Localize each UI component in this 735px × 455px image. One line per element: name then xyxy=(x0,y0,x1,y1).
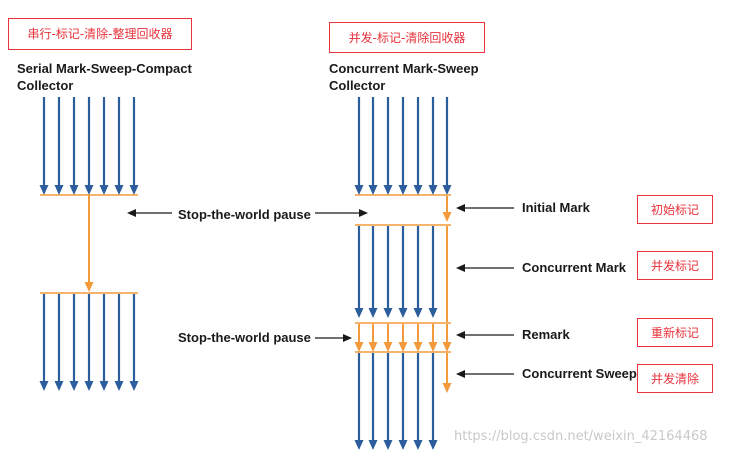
cms-thread-bottom-1-head xyxy=(368,440,378,450)
concurrent-mark-label: Concurrent Mark xyxy=(522,260,627,275)
stw-pause-label-1: Stop-the-world pause xyxy=(178,207,311,222)
cms-remark-thread-5-head xyxy=(428,342,438,352)
cms-thread-top-0-head xyxy=(354,185,364,195)
serial-thread-bottom-1-head xyxy=(54,381,64,391)
serial-thread-top-3-head xyxy=(84,185,94,195)
cms-remark-thread-4-head xyxy=(413,342,423,352)
cms-thread-top-1-head xyxy=(368,185,378,195)
annotation-concurrent-mark: 并发标记 xyxy=(637,251,713,280)
remark-label: Remark xyxy=(522,327,570,342)
initial-mark-pointer-head xyxy=(456,204,465,212)
stw-pointer-1-left-head xyxy=(127,209,136,217)
cms-thread-top-3-head xyxy=(398,185,408,195)
initial-mark-label: Initial Mark xyxy=(522,200,590,215)
cms-remark-thread-1-head xyxy=(368,342,378,352)
cms-thread-bottom-2-head xyxy=(383,440,393,450)
stw-pause-label-2: Stop-the-world pause xyxy=(178,330,311,345)
serial-thread-bottom-4-head xyxy=(99,381,109,391)
serial-thread-bottom-3-head xyxy=(84,381,94,391)
serial-thread-top-4-head xyxy=(99,185,109,195)
cms-thread-top-4-head xyxy=(413,185,423,195)
cms-thread-top-6-head xyxy=(442,185,452,195)
concurrent-collector-title: Concurrent Mark-Sweep Collector xyxy=(329,61,479,93)
cms-thread-mid-5-head xyxy=(428,308,438,318)
serial-thread-bottom-6-head xyxy=(129,381,139,391)
cms-thread-mid-4-head xyxy=(413,308,423,318)
cms-thread-mid-0-head xyxy=(354,308,364,318)
cms-thread-mid-3-head xyxy=(398,308,408,318)
annotation-initial-mark: 初始标记 xyxy=(637,195,713,224)
stw-pointer-2-right-head xyxy=(343,334,352,342)
cms-thread-bottom-3-head xyxy=(398,440,408,450)
serial-thread-top-5-head xyxy=(114,185,124,195)
annotation-concurrent: 并发-标记-清除回收器 xyxy=(329,22,485,53)
serial-thread-top-1-head xyxy=(54,185,64,195)
concurrent-mark-pointer-head xyxy=(456,264,465,272)
cms-thread-top-2-head xyxy=(383,185,393,195)
cms-remark-thread-2-head xyxy=(383,342,393,352)
annotation-remark: 重新标记 xyxy=(637,318,713,347)
annotation-concurrent-sweep: 并发清除 xyxy=(637,364,713,393)
concurrent-sweep-label: Concurrent Sweep xyxy=(522,366,637,381)
stw-pointer-1-right-head xyxy=(359,209,368,217)
cms-remark-thread-0-head xyxy=(354,342,364,352)
serial-thread-bottom-2-head xyxy=(69,381,79,391)
concurrent-sweep-pointer-head xyxy=(456,370,465,378)
annotation-serial: 串行-标记-清除-整理回收器 xyxy=(8,18,192,50)
serial-thread-top-2-head xyxy=(69,185,79,195)
cms-remark-thread-3-head xyxy=(398,342,408,352)
watermark: https://blog.csdn.net/weixin_42164468 xyxy=(454,429,708,444)
serial-thread-bottom-5-head xyxy=(114,381,124,391)
serial-thread-top-0-head xyxy=(39,185,49,195)
remark-pointer-head xyxy=(456,331,465,339)
cms-thread-mid-1-head xyxy=(368,308,378,318)
serial-collector-title: Serial Mark-Sweep-Compact Collector xyxy=(17,61,192,93)
serial-thread-top-6-head xyxy=(129,185,139,195)
serial-thread-bottom-0-head xyxy=(39,381,49,391)
cms-initial-mark-arrow-head xyxy=(442,212,452,222)
cms-thread-top-5-head xyxy=(428,185,438,195)
cms-concurrent-sweep-arrow-head xyxy=(442,383,452,393)
cms-thread-mid-2-head xyxy=(383,308,393,318)
cms-thread-bottom-0-head xyxy=(354,440,364,450)
cms-thread-bottom-4-head xyxy=(413,440,423,450)
serial-gc-thread-head xyxy=(84,282,94,292)
cms-remark-thread-6-head xyxy=(442,342,452,352)
cms-thread-bottom-5-head xyxy=(428,440,438,450)
